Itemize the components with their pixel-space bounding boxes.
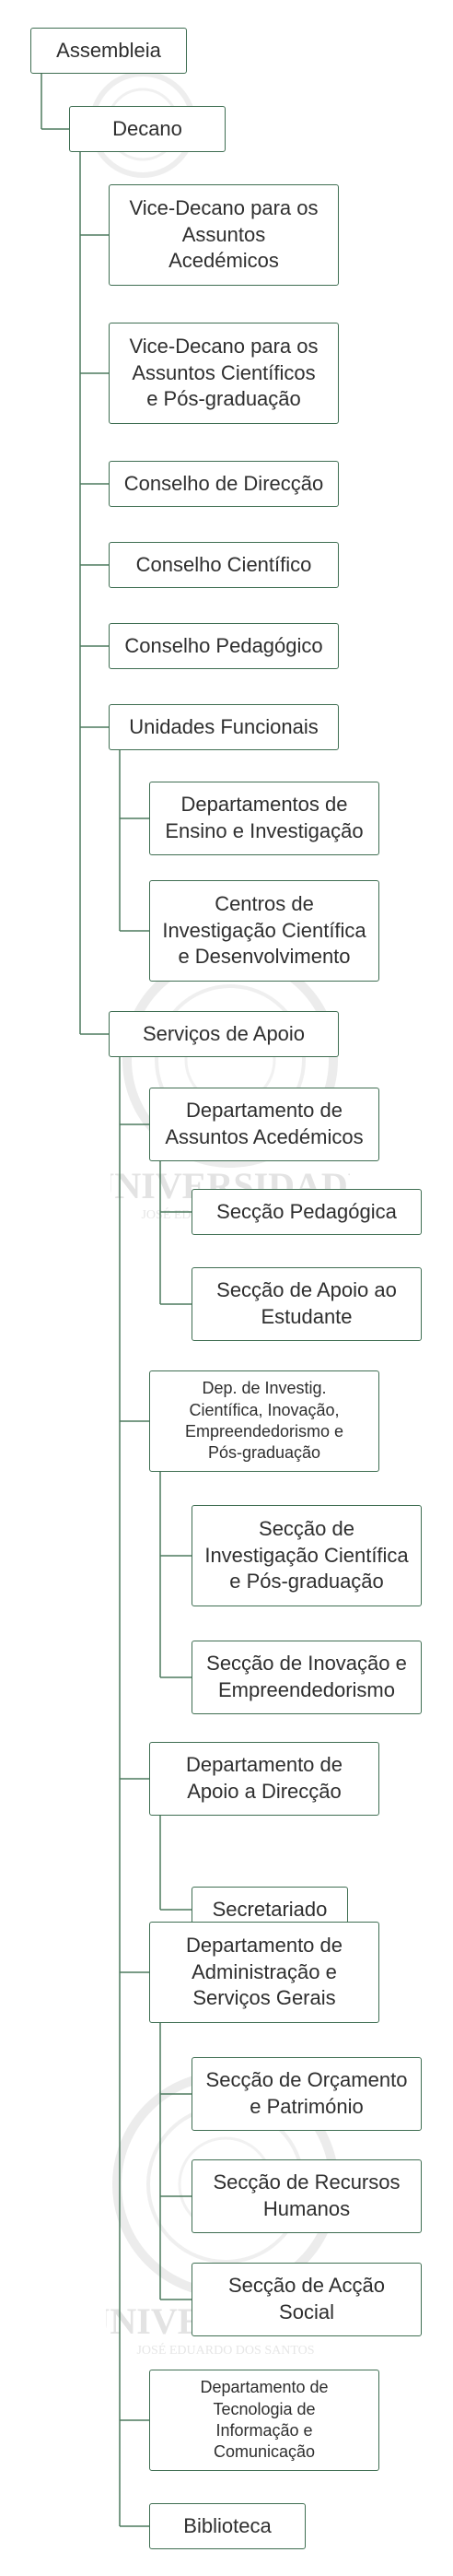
node-seccao-recursos-humanos: Secção de Recursos Humanos [192, 2159, 422, 2233]
node-departamentos-ensino: Departamentos de Ensino e Investigação [149, 782, 379, 855]
node-servicos-apoio: Serviços de Apoio [109, 1011, 339, 1057]
node-biblioteca: Biblioteca [149, 2503, 306, 2549]
node-seccao-orcamento: Secção de Orçamento e Património [192, 2057, 422, 2131]
node-conselho-pedagogico: Conselho Pedagógico [109, 623, 339, 669]
node-dep-investigacao: Dep. de Investig. Científica, Inovação, … [149, 1370, 379, 1472]
node-dep-tic: Departamento de Tecnologia de Informação… [149, 2370, 379, 2471]
node-centros-investigacao: Centros de Investigação Científica e Des… [149, 880, 379, 982]
node-assembleia: Assembleia [30, 28, 187, 74]
node-dep-administracao: Departamento de Administração e Serviços… [149, 1922, 379, 2023]
node-seccao-accao-social: Secção de Acção Social [192, 2263, 422, 2336]
node-dep-apoio-direccao: Departamento de Apoio a Direcção [149, 1742, 379, 1816]
node-seccao-investigacao: Secção de Investigação Científica e Pós-… [192, 1505, 422, 1606]
node-seccao-apoio-estudante: Secção de Apoio ao Estudante [192, 1267, 422, 1341]
node-vice-decano-cientificos: Vice-Decano para os Assuntos Científicos… [109, 323, 339, 424]
node-unidades-funcionais: Unidades Funcionais [109, 704, 339, 750]
node-conselho-cientifico: Conselho Científico [109, 542, 339, 588]
node-dep-assuntos-academicos: Departamento de Assuntos Acedémicos [149, 1088, 379, 1161]
watermark-subtitle: JOSÉ EDUARDO DOS SANTOS [136, 2342, 314, 2358]
node-vice-decano-academicos: Vice-Decano para os Assuntos Acedémicos [109, 184, 339, 286]
node-seccao-pedagogica: Secção Pedagógica [192, 1189, 422, 1235]
node-decano: Decano [69, 106, 226, 152]
node-conselho-direccao: Conselho de Direcção [109, 461, 339, 507]
node-seccao-inovacao: Secção de Inovação e Empreendedorismo [192, 1641, 422, 1714]
